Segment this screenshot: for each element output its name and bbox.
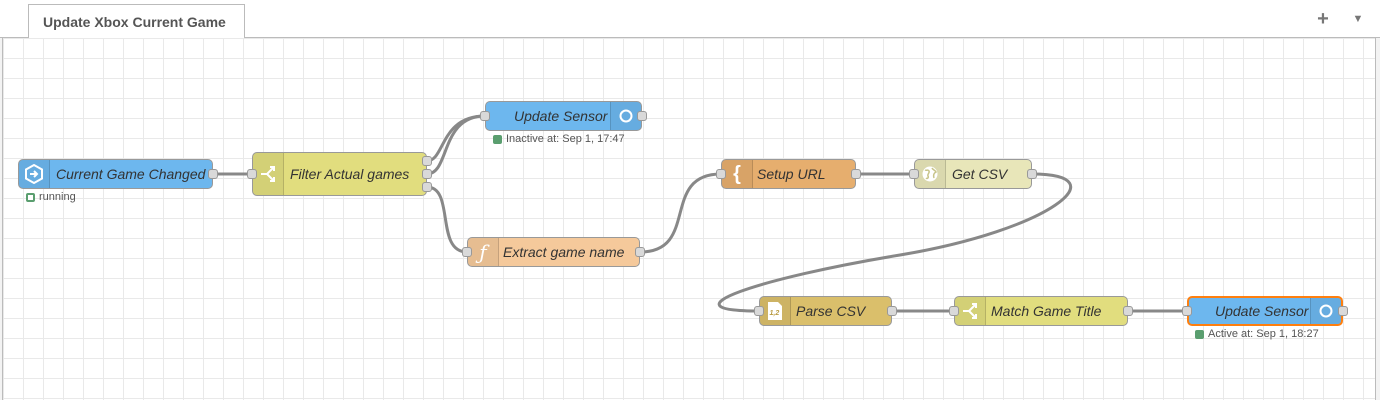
status-dot-icon [1195, 329, 1204, 339]
wire-extract-to-setup-url[interactable] [639, 172, 722, 254]
wire-get-csv-to-parse-csv[interactable] [717, 172, 1073, 313]
input-port[interactable] [247, 169, 257, 179]
csv-icon: 1,2 [768, 302, 782, 320]
node-label: Update Sensor [1215, 303, 1309, 319]
node-label: Extract game name [503, 244, 625, 260]
wire-filter-to-update-sensor-1b[interactable] [426, 114, 486, 176]
node-extract-game-name[interactable]: ƒ Extract game name [462, 237, 645, 267]
tab-title: Update Xbox Current Game [43, 14, 226, 30]
node-status: running [26, 191, 76, 203]
node-label: Parse CSV [796, 303, 866, 319]
output-port[interactable] [637, 111, 647, 121]
switch-icon [261, 166, 275, 182]
node-get-csv[interactable]: Get CSV [909, 159, 1037, 189]
input-port[interactable] [716, 169, 726, 179]
globe-icon [922, 166, 938, 182]
output-port[interactable] [1338, 306, 1348, 316]
node-label: Current Game Changed [56, 166, 206, 182]
add-flow-button[interactable]: + [1312, 8, 1334, 30]
input-port[interactable] [949, 306, 959, 316]
chevron-down-icon: ▼ [1352, 13, 1364, 25]
node-label: Update Sensor [514, 108, 608, 124]
output-port[interactable] [851, 169, 861, 179]
status-dot-icon [493, 134, 502, 144]
node-label: Get CSV [952, 166, 1008, 182]
input-port[interactable] [754, 306, 764, 316]
input-port[interactable] [1182, 306, 1192, 316]
flow-canvas[interactable] [2, 38, 1376, 400]
sensor-icon [1319, 304, 1333, 318]
input-port[interactable] [462, 247, 472, 257]
sensor-icon [619, 109, 633, 123]
node-filter-actual-games[interactable]: Filter Actual games [247, 152, 432, 196]
input-port[interactable] [909, 169, 919, 179]
output-port[interactable] [1123, 306, 1133, 316]
node-match-game-title[interactable]: Match Game Title [949, 296, 1133, 326]
node-label: Filter Actual games [290, 166, 410, 182]
svg-text:1,2: 1,2 [770, 310, 780, 317]
output-port[interactable] [1027, 169, 1037, 179]
output-port-1[interactable] [422, 156, 432, 166]
output-port[interactable] [208, 169, 218, 179]
output-port-3[interactable] [422, 182, 432, 192]
template-icon: { [733, 162, 741, 185]
wire-filter-to-extract-game-name[interactable] [426, 185, 468, 254]
status-ring-icon [26, 192, 35, 202]
switch-icon [963, 303, 977, 319]
node-update-sensor-2[interactable]: Update Sensor [1182, 296, 1348, 326]
node-setup-url[interactable]: { Setup URL [716, 159, 861, 189]
input-port[interactable] [480, 111, 490, 121]
node-update-sensor-1[interactable]: Update Sensor [480, 101, 647, 131]
flow-list-menu-button[interactable]: ▼ [1349, 8, 1367, 30]
node-parse-csv[interactable]: 1,2 Parse CSV [754, 296, 897, 326]
node-status: Inactive at: Sep 1, 17:47 [493, 133, 625, 145]
home-assistant-event-icon [25, 164, 43, 184]
function-icon: ƒ [479, 240, 487, 264]
node-label: Match Game Title [991, 303, 1102, 319]
plus-icon: + [1317, 8, 1329, 30]
node-current-game-changed[interactable]: Current Game Changed [18, 159, 218, 189]
output-port-2[interactable] [422, 169, 432, 179]
workspace-tab-bar: Update Xbox Current Game + ▼ [0, 0, 1380, 38]
output-port[interactable] [635, 247, 645, 257]
node-label: Setup URL [757, 166, 826, 182]
node-status: Active at: Sep 1, 18:27 [1195, 328, 1319, 340]
output-port[interactable] [887, 306, 897, 316]
tab-update-xbox-current-game[interactable]: Update Xbox Current Game [28, 4, 245, 38]
